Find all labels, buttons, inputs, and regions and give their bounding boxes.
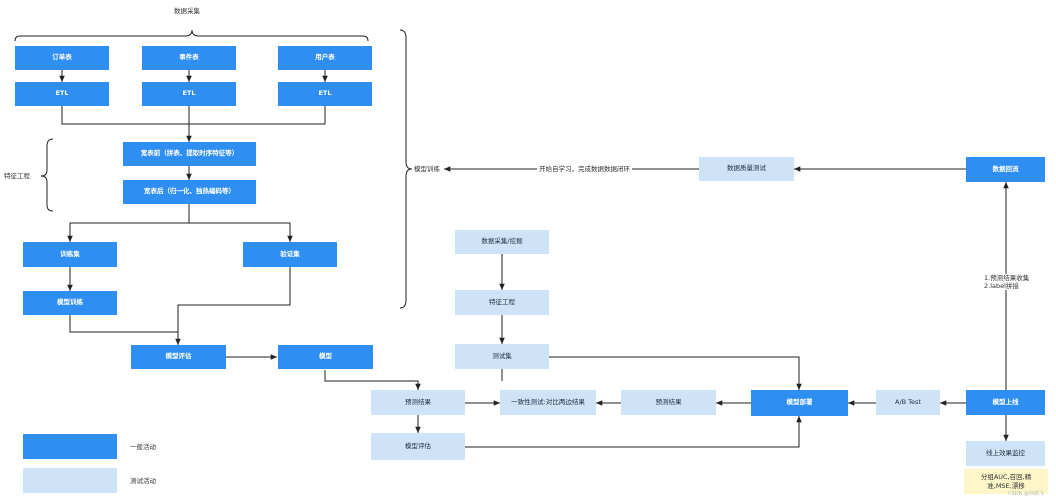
node-etl-1[interactable]: ETL (15, 82, 109, 106)
node-model-train[interactable]: 模型训练 (23, 291, 117, 315)
metrics-note: 分组AUC,召回,精 准,MSE,漂移 (964, 469, 1048, 494)
edge-label-line-2: 2.label拼接 (984, 282, 1019, 291)
edge-label-self-learn: 开始自学习，完成数据数据闭环 (537, 165, 632, 174)
node-data-quality-test[interactable]: 数据质量测试 (699, 157, 794, 181)
node-wide-after[interactable]: 宽表后（归一化、独热编码等） (123, 180, 256, 204)
node-etl-2[interactable]: ETL (142, 82, 236, 106)
node-model-online[interactable]: 模型上线 (966, 390, 1045, 415)
node-test-set[interactable]: 测试集 (455, 344, 549, 369)
metrics-note-line-1: 分组AUC,召回,精 (980, 473, 1032, 482)
node-valid-set[interactable]: 验证集 (243, 242, 337, 267)
node-pred-result-2[interactable]: 预测结果 (621, 390, 716, 415)
node-etl-3[interactable]: ETL (278, 82, 372, 106)
legend-label-test: 测试活动 (130, 477, 156, 485)
legend-swatch-general (23, 434, 117, 459)
node-model-deploy[interactable]: 模型部署 (751, 390, 848, 416)
model-train-brace (399, 29, 413, 309)
node-data-backflow[interactable]: 数据回流 (966, 157, 1045, 182)
legend-swatch-test (23, 468, 117, 493)
collect-title: 数据采集 (174, 7, 200, 15)
node-event-table[interactable]: 事件表 (142, 46, 236, 70)
edge-label-collect: 1.预测结果收集 2.label拼接 (984, 274, 1030, 291)
feature-eng-group-label: 特征工程 (4, 172, 30, 180)
node-train-set[interactable]: 训练集 (23, 242, 117, 267)
line-split (67, 204, 190, 242)
node-model-eval-2[interactable]: 模型评估 (371, 433, 465, 460)
line-model-pred (324, 370, 421, 390)
node-ab-test[interactable]: A/B Test (876, 390, 940, 415)
node-wide-before[interactable]: 宽表前（拼表、提取时序特征等） (123, 142, 256, 166)
metrics-note-line-2: 准,MSE,漂移 (987, 481, 1025, 490)
line-testset-deploy (549, 356, 802, 390)
line-valid-eval (177, 267, 291, 332)
node-model[interactable]: 模型 (278, 345, 373, 369)
collect-brace (14, 29, 369, 42)
model-train-group-label: 模型训练 (414, 165, 440, 173)
node-feature-eng[interactable]: 特征工程 (455, 290, 549, 315)
node-consistency-test[interactable]: 一致性测试:对比两边结果 (500, 390, 596, 415)
feature-eng-brace (40, 138, 54, 212)
edge-label-line-1: 1.预测结果收集 (984, 274, 1030, 282)
node-data-collect-mine[interactable]: 数据采集/挖掘 (455, 230, 549, 254)
line-modeltrain-eval (69, 315, 181, 345)
node-online-monitor[interactable]: 线上效果监控 (966, 441, 1045, 466)
node-order-table[interactable]: 订单表 (15, 46, 109, 70)
legend-label-general: 一般活动 (130, 443, 156, 451)
line-split-valid (189, 222, 293, 242)
line-eval2-deploy (465, 416, 802, 448)
node-pred-result-1[interactable]: 预测结果 (371, 390, 465, 415)
line-etl-merge (61, 106, 326, 125)
watermark: CSDN @孙高飞 (1008, 491, 1044, 497)
node-user-table[interactable]: 用户表 (278, 46, 372, 70)
node-model-eval[interactable]: 模型评估 (131, 345, 226, 369)
